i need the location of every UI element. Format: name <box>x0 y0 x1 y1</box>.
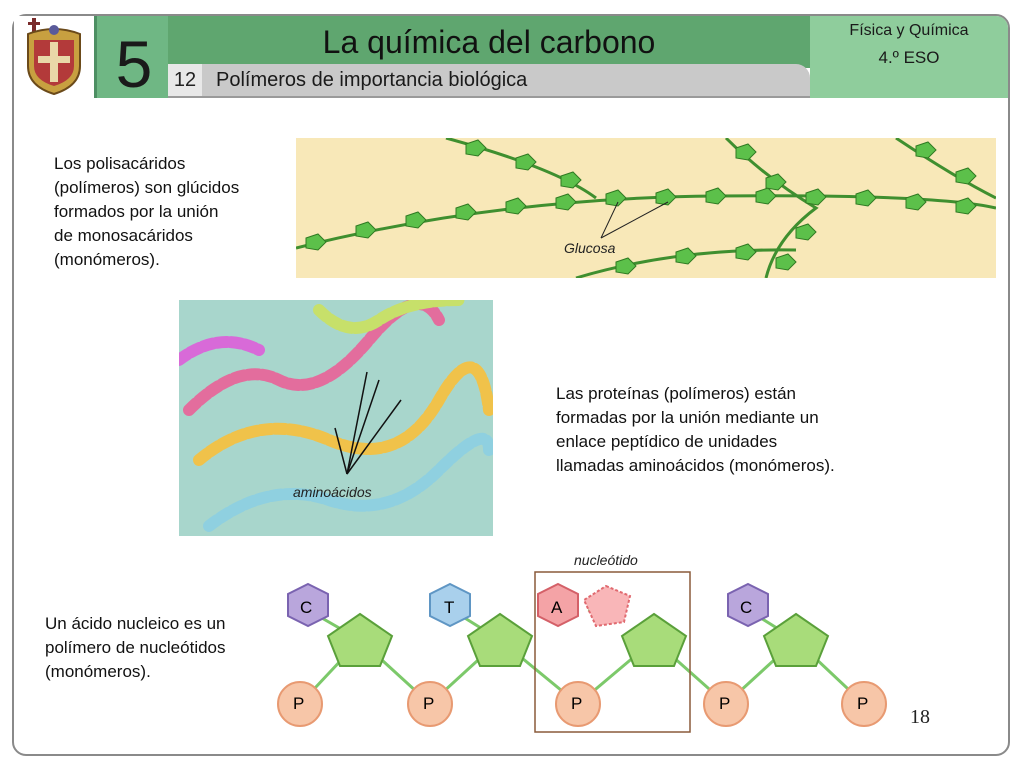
section-title: Polímeros de importancia biológica <box>216 69 528 91</box>
protein-text: Las proteínas (polímeros) están formadas… <box>556 382 835 478</box>
text-line: de monosacáridos <box>54 226 193 245</box>
aminoacids-label: aminoácidos <box>293 484 372 500</box>
text-line: llamadas aminoácidos (monómeros). <box>556 456 835 475</box>
glucose-label: Glucosa <box>564 240 616 256</box>
polysaccharide-text: Los polisacáridos (polímeros) son glúcid… <box>54 152 239 272</box>
text-line: polímero de nucleótidos <box>45 638 226 657</box>
course-label: 4.º ESO <box>878 48 940 67</box>
protein-illustration: aminoácidos <box>173 294 495 536</box>
course-band: Física y Química 4.º ESO <box>810 16 1008 98</box>
subject-label: Física y Química <box>849 22 969 39</box>
text-line: enlace peptídico de unidades <box>556 432 778 451</box>
page-title: La química del carbono <box>322 24 656 60</box>
page-number: 18 <box>910 706 930 728</box>
unit-number-box: 5 <box>94 16 171 101</box>
nucleic-acid-text: Un ácido nucleico es un polímero de nucl… <box>45 612 226 684</box>
phosphate-letter: P <box>857 694 869 713</box>
nucleic-acid-diagram: C T A C P P P P P <box>270 570 900 736</box>
text-line: Los polisacáridos <box>54 154 186 173</box>
text-line: (monómeros). <box>54 250 160 269</box>
text-line: Las proteínas (polímeros) están <box>556 384 797 403</box>
base-letter: C <box>740 598 753 617</box>
nucleotide-label: nucleótido <box>574 552 638 568</box>
phosphate-letter: P <box>423 694 435 713</box>
base-t <box>429 582 471 628</box>
base-a <box>537 582 579 628</box>
section-number: 12 <box>168 64 202 96</box>
text-line: Un ácido nucleico es un <box>45 614 226 633</box>
text-line: (monómeros). <box>45 662 151 681</box>
phosphate-letter: P <box>719 694 731 713</box>
phosphate-letter: P <box>571 694 583 713</box>
base-letter: C <box>300 598 313 617</box>
base-c-2 <box>727 582 769 628</box>
title-band: La química del carbono <box>168 16 810 68</box>
phosphate-letter: P <box>293 694 305 713</box>
base-letter: T <box>444 598 455 617</box>
polysaccharide-illustration: Glucosa <box>295 136 997 280</box>
text-line: formadas por la unión mediante un <box>556 408 819 427</box>
base-letter: A <box>551 598 563 617</box>
text-line: formados por la unión <box>54 202 219 221</box>
school-logo <box>14 16 94 98</box>
base-c-1 <box>287 582 329 628</box>
section-band: 12 Polímeros de importancia biológica <box>168 64 810 98</box>
unit-number: 5 <box>115 27 153 101</box>
text-line: (polímeros) son glúcidos <box>54 178 240 197</box>
